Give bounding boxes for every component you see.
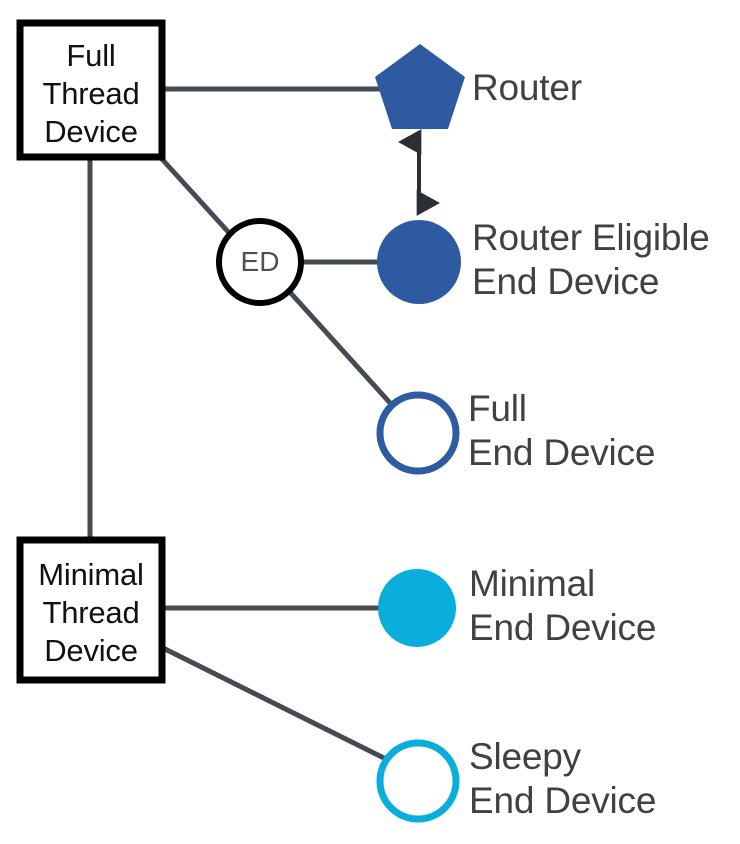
end-device-hub-label: ED (240, 246, 280, 277)
minimal-thread-device-box-label: Minimal Thread Device (38, 557, 144, 668)
end-device-hub-circle-icon[interactable] (216, 218, 304, 306)
router-label: Router (472, 67, 582, 108)
full-thread-device-box-label: Full Thread Device (42, 38, 140, 149)
router-eligible-end-device-circle-icon[interactable] (377, 220, 461, 304)
full-thread-device-box-outline[interactable] (16, 19, 166, 161)
connector-mtd-to-sleepy-end-device (161, 645, 394, 765)
full-end-device-circle-icon[interactable] (376, 391, 460, 475)
minimal-thread-device-box-outline[interactable] (16, 536, 166, 684)
minimal-end-device-label: Minimal End Device (469, 563, 657, 648)
shape-layer (16, 19, 465, 823)
connector-ed-hub-to-full-end-device (286, 288, 393, 406)
full-end-device-label: Full End Device (468, 388, 656, 473)
sleepy-end-device-circle-icon[interactable] (376, 739, 460, 823)
connector-ftd-to-ed-hub (159, 156, 233, 237)
minimal-end-device-circle-icon[interactable] (378, 569, 456, 647)
router-pentagon-icon[interactable] (375, 44, 465, 129)
connector-layer (87, 86, 440, 765)
sleepy-end-device-label: Sleepy End Device (469, 736, 657, 821)
router-eligible-end-device-label: Router Eligible End Device (472, 217, 710, 302)
